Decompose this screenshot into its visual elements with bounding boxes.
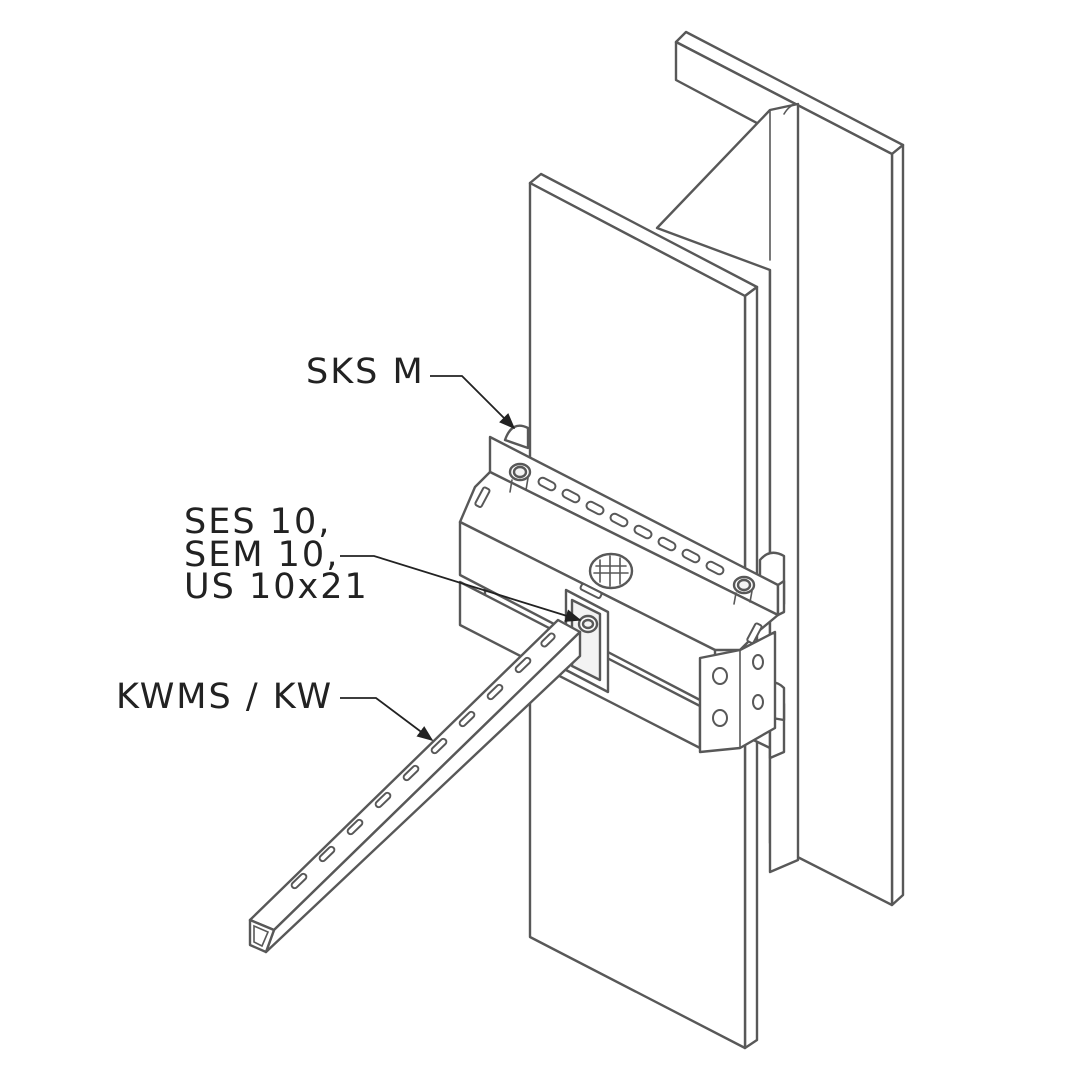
- edge-slot: [746, 622, 763, 645]
- bolt-right: [732, 575, 756, 605]
- callout-fastener-us: US 10x21: [184, 567, 369, 607]
- callout-fastener-ses: SES 10,: [184, 502, 332, 542]
- leader-kwms: [340, 697, 434, 741]
- upper-clamp-ear: [503, 424, 530, 450]
- callout-fastener-sem: SEM 10,: [184, 535, 340, 575]
- bolt-left: [508, 462, 532, 493]
- kwms-cantilever-arm: [248, 618, 582, 954]
- end-hole: [752, 694, 764, 710]
- callout-kwms-kw: KWMS / KW: [116, 677, 334, 717]
- leader-lines: [340, 375, 582, 741]
- arm-slots: [290, 632, 556, 890]
- end-hole: [712, 709, 728, 727]
- leader-sks-m: [430, 375, 516, 430]
- callout-sks-m: SKS M: [306, 352, 425, 392]
- rear-flange-face: [890, 143, 905, 907]
- arm-end: [248, 918, 276, 954]
- leader-fasteners: [340, 555, 582, 622]
- edge-slot: [579, 583, 603, 599]
- edge-slot: [474, 486, 491, 509]
- end-hole: [752, 654, 764, 670]
- end-hole: [712, 667, 728, 685]
- manufacturer-logo-icon: [588, 552, 634, 590]
- slot-row: [537, 476, 725, 576]
